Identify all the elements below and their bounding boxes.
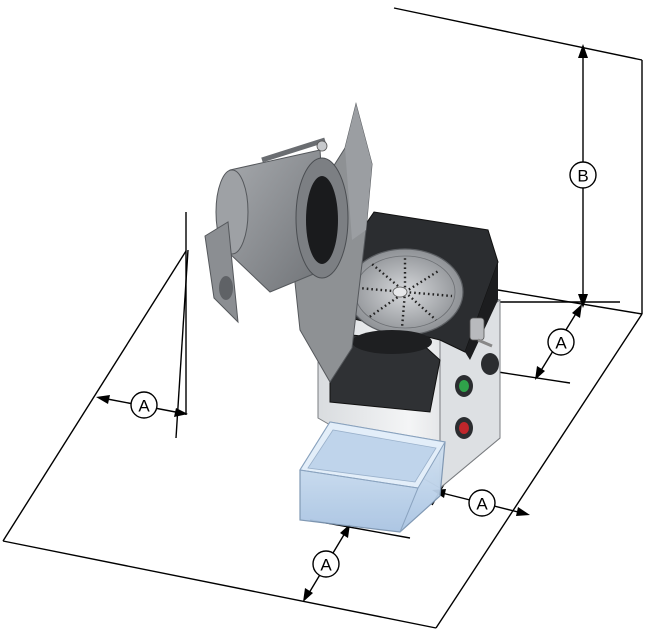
height-dimension	[497, 44, 620, 308]
wall-outline	[393, 7, 643, 314]
label-a-front-text: A	[320, 556, 332, 575]
label-a-left-text: A	[138, 397, 150, 416]
label-a-left: A	[130, 391, 158, 419]
label-a-front-right: A	[468, 489, 496, 517]
vegetable-cutter-machine	[204, 102, 501, 533]
left-clearance-dimension	[96, 212, 189, 439]
label-a-front: A	[312, 550, 340, 578]
lid-latch	[469, 317, 493, 348]
label-a-right-text: A	[555, 334, 567, 353]
label-b: B	[569, 161, 597, 189]
floor-outline	[2, 250, 643, 629]
label-b-text: B	[577, 167, 588, 186]
control-panel	[455, 353, 499, 439]
collection-tray	[299, 421, 446, 533]
label-a-front-right-text: A	[476, 495, 488, 514]
feeding-hopper	[204, 137, 349, 324]
label-a-right: A	[547, 328, 575, 356]
disc-grater-holes	[357, 258, 453, 329]
